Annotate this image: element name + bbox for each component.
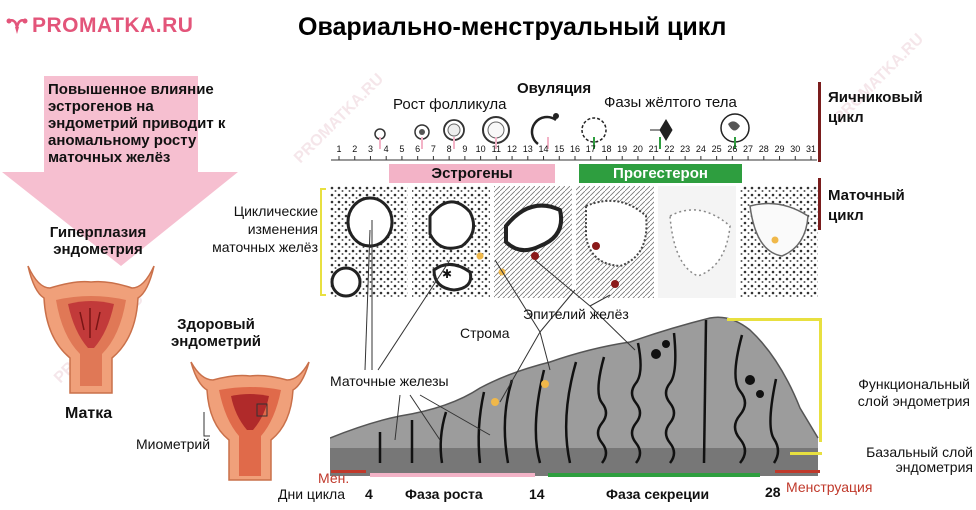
day-tick-label: 17 — [585, 144, 596, 154]
healthy-endometrium-label: Здоровый эндометрий — [170, 316, 262, 350]
day-tick-label: 3 — [367, 144, 373, 154]
day-tick-label: 20 — [632, 144, 643, 154]
progesterone-bar: Прогестерон — [579, 164, 742, 183]
day-tick-label: 4 — [383, 144, 389, 154]
basal-layer-bracket — [790, 452, 822, 455]
men-bar — [331, 470, 366, 473]
day-tick-label: 21 — [648, 144, 659, 154]
growth-phase-label: Фаза роста — [405, 486, 483, 502]
ovarian-cycle-label: Яичниковый цикл — [828, 89, 923, 126]
men-label: Мен. — [318, 470, 350, 486]
day-4-label: 4 — [365, 486, 373, 502]
day-tick-label: 24 — [695, 144, 706, 154]
day-tick-label: 28 — [758, 144, 769, 154]
healthy-uterus-illustration — [190, 361, 310, 481]
functional-layer-label: Функциональный слой эндометрия — [857, 376, 970, 409]
day-tick-label: 12 — [507, 144, 518, 154]
day-tick-label: 7 — [430, 144, 436, 154]
day-tick-label: 16 — [569, 144, 580, 154]
page-title: Овариально-менструальный цикл — [298, 13, 727, 41]
uterine-cycle-bracket — [818, 178, 821, 230]
follicle-pointers — [379, 137, 736, 149]
myometrium-label: Миометрий — [136, 436, 211, 452]
ovulation-label: Овуляция — [517, 80, 592, 97]
myometrium-pointer — [203, 412, 210, 437]
day-tick-label: 23 — [680, 144, 691, 154]
ovarian-follicles — [374, 113, 750, 145]
corpus-luteum-label: Фазы жёлтого тела — [604, 94, 737, 111]
ovarian-cycle-bracket — [818, 82, 821, 162]
site-logo[interactable]: PROMATKA.RU — [6, 14, 193, 38]
day-tick-label: 10 — [475, 144, 486, 154]
gland-epithelium-label: Эпителий желёз — [523, 306, 629, 322]
estrogens-bar: Эстрогены — [389, 164, 555, 183]
stroma-label: Строма — [460, 325, 510, 341]
day-tick-label: 11 — [491, 144, 501, 154]
menstruation-bar — [775, 470, 820, 473]
day-tick-label: 15 — [554, 144, 565, 154]
estrogen-warning-text: Повышенное влияние эстрогенов на эндомет… — [48, 81, 226, 166]
logo-text: PROMATKA.RU — [32, 14, 194, 37]
day-tick-label: 19 — [617, 144, 628, 154]
uterus-label: Матка — [65, 405, 113, 422]
growth-phase-bar — [370, 473, 535, 477]
day-tick-label: 1 — [336, 144, 342, 154]
svg-text:✱: ✱ — [442, 267, 452, 281]
hyperplasia-label: Гиперплазия эндометрия — [49, 224, 147, 258]
day-28-label: 28 — [765, 484, 781, 500]
day-tick-label: 5 — [399, 144, 405, 154]
day-tick-label: 27 — [743, 144, 754, 154]
day-14-label: 14 — [529, 486, 545, 502]
day-tick-label: 26 — [727, 144, 738, 154]
day-tick-label: 29 — [774, 144, 785, 154]
day-tick-label: 8 — [446, 144, 452, 154]
day-ruler — [331, 156, 817, 161]
uterine-cycle-label: Маточный цикл — [828, 187, 905, 224]
functional-layer-bracket-top — [727, 318, 822, 321]
cycle-days-label: Дни цикла — [278, 486, 345, 502]
day-tick-label: 18 — [601, 144, 612, 154]
day-tick-label: 14 — [538, 144, 549, 154]
basal-layer-label: Базальный слой эндометрия — [866, 444, 973, 475]
day-tick-label: 13 — [522, 144, 533, 154]
annotation-leaders — [364, 220, 636, 441]
endometrium-section — [330, 316, 819, 476]
influence-arrow — [2, 76, 238, 266]
day-tick-label: 2 — [352, 144, 358, 154]
day-tick-label: 31 — [805, 144, 816, 154]
secretion-phase-label: Фаза секреции — [606, 486, 710, 502]
day-tick-label: 22 — [664, 144, 675, 154]
day-tick-label: 6 — [415, 144, 421, 154]
secretion-phase-bar — [548, 473, 760, 477]
day-tick-label: 30 — [790, 144, 801, 154]
cyclic-changes-bracket — [320, 188, 326, 296]
day-tick-label: 9 — [462, 144, 468, 154]
uterine-glands-label: Маточные железы — [330, 373, 449, 389]
day-tick-label: 25 — [711, 144, 722, 154]
follicle-growth-label: Рост фолликула — [393, 96, 507, 113]
hyperplasia-uterus-illustration — [27, 265, 155, 394]
uterus-logo-icon — [6, 18, 28, 34]
functional-layer-bracket — [819, 318, 822, 442]
cyclic-changes-label: Циклические изменения маточных желёз — [212, 203, 318, 255]
menstruation-label: Менструация — [786, 479, 873, 495]
